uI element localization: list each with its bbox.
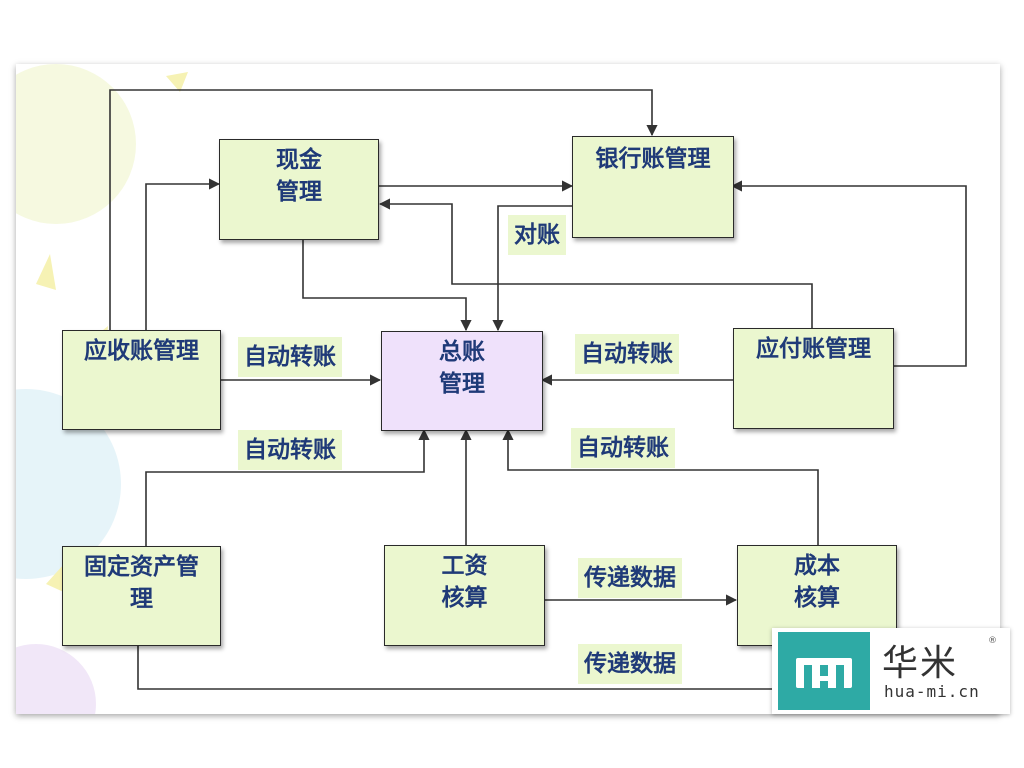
node-cash: 现金 管理 (219, 139, 379, 240)
label-auto-transfer-fixed: 自动转账 (238, 430, 342, 470)
node-receivable-label: 应收账管理 (84, 338, 199, 364)
node-cash-line-2: 管理 (276, 179, 322, 205)
node-payroll-line-1: 工资 (441, 553, 488, 579)
label-pass-data-payroll: 传递数据 (578, 558, 682, 598)
logo-mark-icon (778, 632, 870, 710)
node-payroll-line-2: 核算 (441, 585, 488, 611)
label-auto-transfer-cost: 自动转账 (571, 428, 675, 468)
node-bank-label: 银行账管理 (595, 146, 711, 172)
node-cash-line-1: 现金 (276, 147, 322, 173)
node-fixed-assets-line-1: 固定资产管 (84, 554, 199, 580)
label-reconcile: 对账 (508, 215, 566, 255)
node-ledger-line-2: 管理 (439, 371, 485, 397)
node-cost-line-1: 成本 (794, 553, 840, 579)
node-ledger-line-1: 总账 (439, 339, 485, 365)
node-receivable: 应收账管理 (62, 330, 221, 430)
label-pass-data-fixed: 传递数据 (578, 644, 682, 684)
node-payroll: 工资 核算 (384, 545, 545, 646)
node-payable: 应付账管理 (733, 328, 894, 429)
node-general-ledger: 总账 管理 (381, 331, 543, 431)
node-fixed-assets: 固定资产管 理 (62, 546, 221, 646)
logo-chinese-text: 华米 (882, 643, 959, 684)
logo-registered-mark: ® (988, 636, 997, 646)
node-payable-label: 应付账管理 (756, 336, 871, 362)
label-auto-transfer-payable: 自动转账 (575, 334, 679, 374)
node-bank: 银行账管理 (572, 136, 734, 238)
hua-mi-logo: 华米 ® hua-mi.cn (772, 628, 1010, 714)
label-auto-transfer-receivable: 自动转账 (238, 337, 342, 377)
node-cost-line-2: 核算 (794, 585, 840, 611)
logo-domain-text: hua-mi.cn (884, 682, 980, 701)
node-fixed-assets-line-2: 理 (130, 586, 153, 612)
